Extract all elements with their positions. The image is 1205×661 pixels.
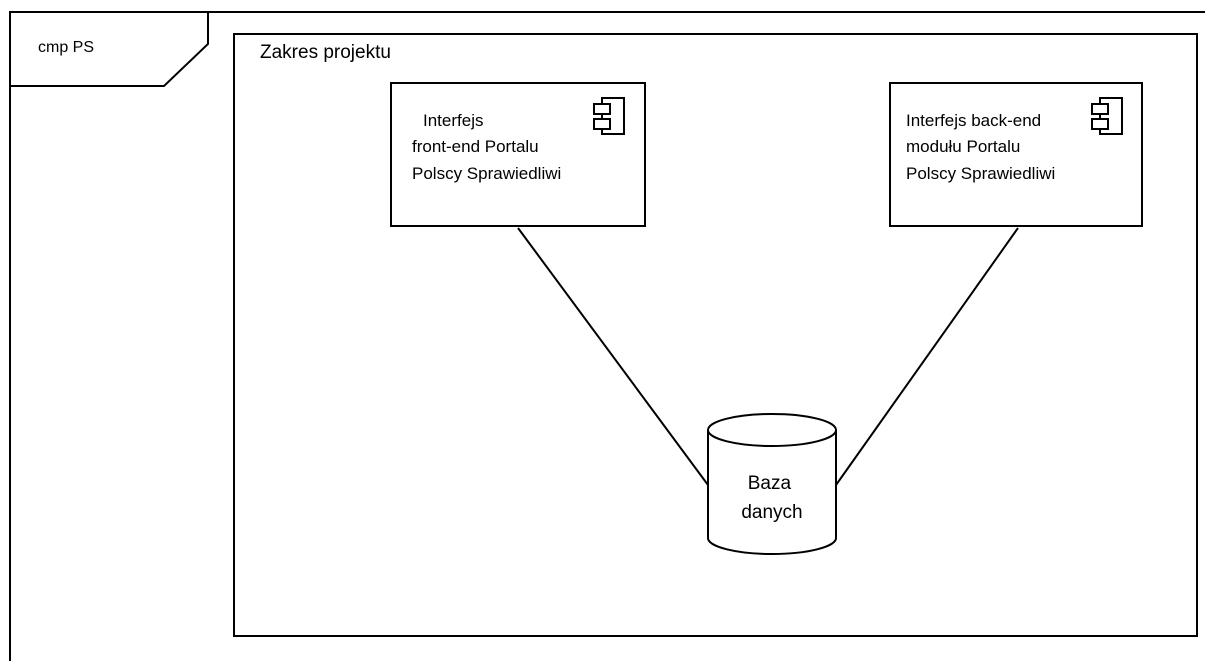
component-backend-label: Interfejs back-end modułu Portalu Polscy…	[906, 111, 1055, 183]
database-cylinder-top	[707, 413, 837, 447]
database-node[interactable]: Baza danych	[707, 413, 837, 555]
component-icon	[593, 97, 625, 135]
frame-name-tab	[9, 11, 209, 87]
database-label: Baza danych	[741, 473, 802, 523]
connector-backend-database	[835, 227, 1019, 486]
diagram-frame: cmp PS	[9, 11, 1205, 661]
component-icon	[1091, 97, 1123, 135]
package-border	[233, 33, 1198, 637]
package-label: Zakres projektu	[260, 42, 391, 63]
component-frontend-interface[interactable]: Interfejs front-end Portalu Polscy Spraw…	[390, 82, 646, 227]
frame-label: cmp PS	[38, 39, 94, 56]
component-backend-interface[interactable]: Interfejs back-end modułu Portalu Polscy…	[889, 82, 1143, 227]
project-scope-package: Zakres projektu	[233, 33, 1198, 637]
database-cylinder-body	[707, 430, 837, 555]
component-frontend-label: Interfejs front-end Portalu Polscy Spraw…	[412, 111, 561, 183]
connectors	[517, 227, 1019, 486]
connector-frontend-database	[517, 227, 709, 486]
